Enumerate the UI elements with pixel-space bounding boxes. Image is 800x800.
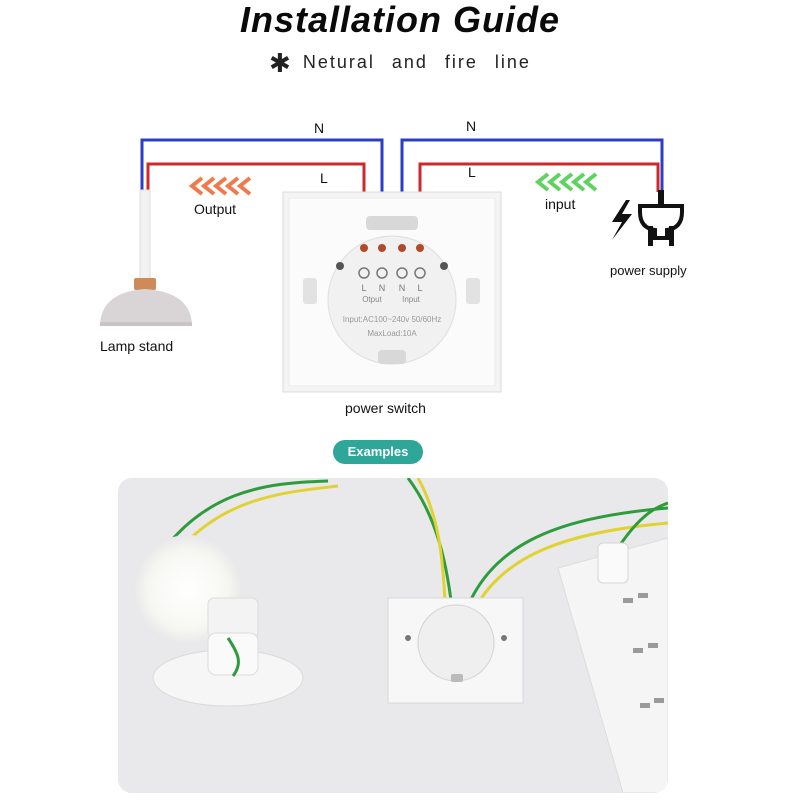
asterisk-icon: ✱ [269,48,293,78]
lamp-cord [139,189,151,281]
page-title: Installation Guide [239,0,561,40]
neutral-label-left: N [314,120,325,136]
terminal-label-l2: L [417,283,422,293]
spec-input: Input:AC100~240v 50/60Hz [343,315,442,324]
example-photo-illustration [118,478,668,793]
live-label-left: L [320,170,328,186]
power-strip-icon [557,537,668,793]
power-switch-label: power switch [345,400,426,416]
lightning-icon [612,200,632,240]
power-supply-label: power supply [610,263,687,278]
output-label: Output [194,201,237,217]
terminal-label-l1: L [361,283,366,293]
spec-load: MaxLoad:10A [367,329,417,338]
subtitle: ✱ Netural and fire line [0,48,800,79]
example-photo [118,478,668,793]
live-label-right: L [468,164,476,180]
switch-back-plate [282,191,502,393]
input-label: input [545,196,576,212]
power-plug-icon [638,190,684,246]
neutral-label-right: N [466,118,477,134]
light-bulb-icon [133,535,304,707]
output-arrows-icon [188,176,252,196]
terminal-label-n1: N [379,283,386,293]
terminal-label-n2: N [399,283,406,293]
terminal-group-output: Otput [362,295,382,304]
terminal-group-input: Input [402,295,421,304]
switch-photo-icon [387,597,524,704]
subtitle-text: Netural and fire line [302,52,531,72]
wiring-diagram: L N N L Otput Input Input:AC100~240v 50/… [100,138,684,393]
input-arrows-icon [534,172,598,192]
lamp-stand-label: Lamp stand [100,338,174,354]
examples-badge: Examples [333,440,423,464]
lamp-shade-icon [100,278,192,326]
